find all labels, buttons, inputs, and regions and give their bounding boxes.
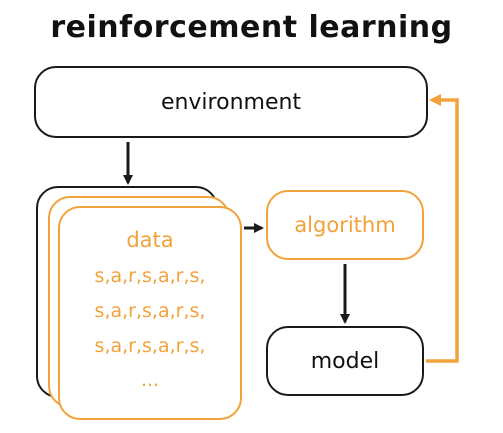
trajectory-row-1: s,a,r,s,a,r,s, <box>94 265 206 287</box>
environment-box: environment <box>34 66 428 138</box>
environment-label: environment <box>160 89 302 115</box>
algorithm-label: algorithm <box>294 213 396 237</box>
trajectory-ellipsis: ... <box>140 369 160 391</box>
trajectory-row-3: s,a,r,s,a,r,s, <box>94 335 206 357</box>
algorithm-box: algorithm <box>266 190 424 260</box>
trajectory-row-2: s,a,r,s,a,r,s, <box>94 300 206 322</box>
model-box: model <box>266 326 424 396</box>
data-title: data <box>126 228 174 252</box>
arrow-model-to-environment <box>426 94 459 363</box>
data-stack-front-card: data s,a,r,s,a,r,s, s,a,r,s,a,r,s, s,a,r… <box>58 206 242 420</box>
model-label: model <box>310 348 380 374</box>
diagram-title: reinforcement learning <box>50 10 453 45</box>
